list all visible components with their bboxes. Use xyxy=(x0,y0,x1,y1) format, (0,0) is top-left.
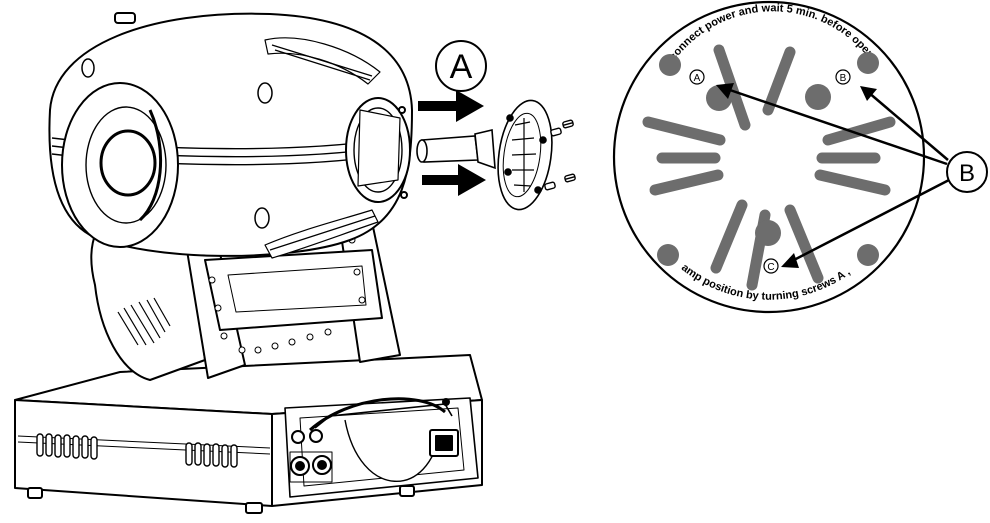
lamp-opening xyxy=(345,97,411,203)
callout-a-small: A xyxy=(689,69,705,85)
callout-c-small: C xyxy=(763,258,779,274)
fixture-head xyxy=(48,12,413,259)
callout-b-small: B xyxy=(835,69,851,85)
plate-screws xyxy=(544,119,576,191)
pointer-arrows xyxy=(716,83,950,268)
callout-b-small-label: B xyxy=(840,73,847,84)
callout-b-large-label: B xyxy=(959,160,975,187)
lamp-base-plate xyxy=(497,99,553,211)
callout-a-large-label: A xyxy=(450,48,473,86)
front-lens xyxy=(61,82,179,248)
lamp-bulb xyxy=(416,129,496,170)
insert-arrow-upper xyxy=(418,90,484,122)
yoke-vent xyxy=(117,297,171,346)
callout-c-small-label: C xyxy=(767,262,774,273)
insert-arrow-lower xyxy=(422,164,486,196)
callout-a-large: A xyxy=(435,40,487,92)
base-vent-right xyxy=(185,442,238,468)
callout-b-large: B xyxy=(946,151,988,193)
callout-a-small-label: A xyxy=(694,73,701,84)
moving-head-fixture xyxy=(14,12,483,514)
plate-screw-holes xyxy=(657,52,879,266)
lamp-assembly xyxy=(416,90,576,211)
base-vent-left xyxy=(36,433,98,460)
rear-panel xyxy=(284,397,479,498)
head-bottom-vent xyxy=(264,209,379,259)
head-top-vent xyxy=(264,37,381,85)
